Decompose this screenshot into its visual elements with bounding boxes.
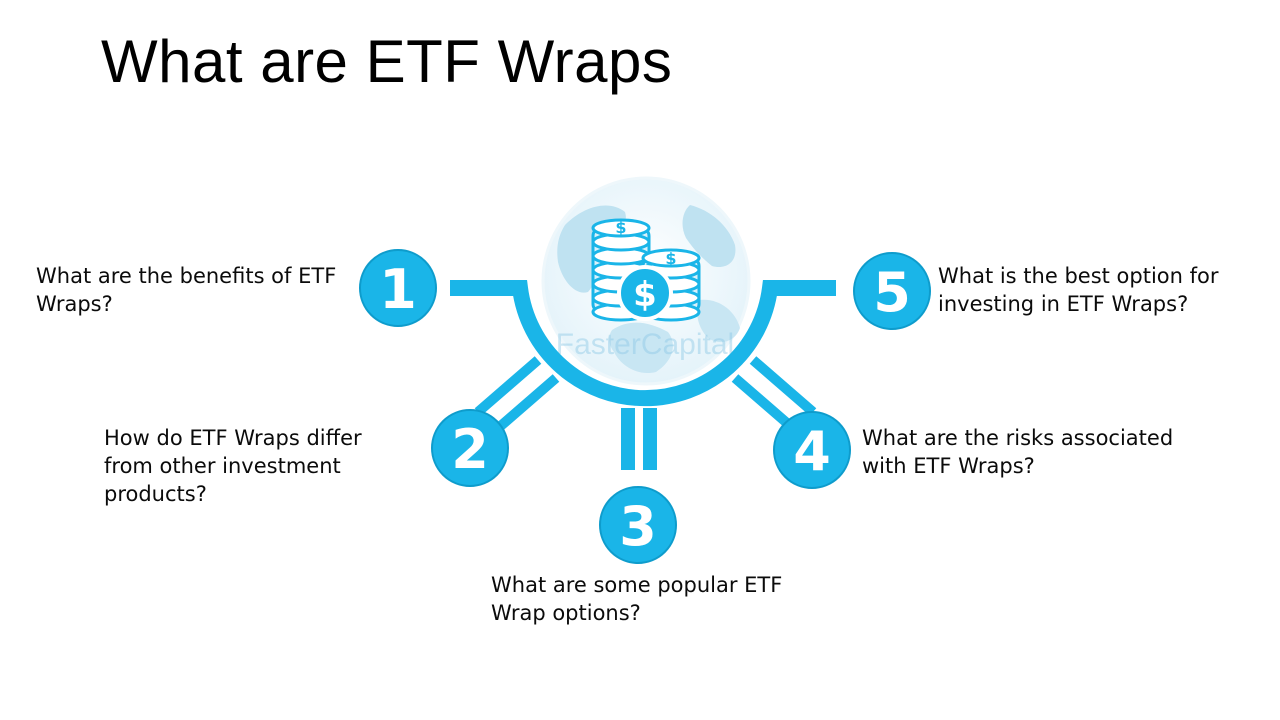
step-number-5: 5: [873, 261, 911, 324]
step-badge-4: 4: [773, 411, 851, 489]
slide-title: What are ETF Wraps: [101, 28, 673, 95]
svg-text:$: $: [633, 275, 657, 315]
item-1-text: What are the benefits of ETF Wraps?: [36, 264, 337, 316]
dollar-coins-icon: $ $ $: [591, 218, 701, 322]
step-badge-3: 3: [599, 486, 677, 564]
step-badge-2: 2: [431, 409, 509, 487]
svg-text:$: $: [665, 249, 676, 268]
step-badge-1: 1: [359, 249, 437, 327]
watermark-text: FasterCapital: [556, 328, 734, 361]
svg-text:$: $: [615, 218, 626, 237]
item-4-text: What are the risks associated with ETF W…: [862, 426, 1174, 478]
connector-lines: [450, 280, 836, 470]
step-number-4: 4: [793, 420, 831, 483]
step-number-3: 3: [619, 495, 657, 558]
step-number-1: 1: [379, 258, 417, 321]
step-badge-5: 5: [853, 252, 931, 330]
item-3-text: What are some popular ETF Wrap options?: [491, 573, 783, 625]
step-number-2: 2: [451, 418, 489, 481]
item-2-text: How do ETF Wraps differ from other inves…: [104, 426, 362, 506]
item-5-text: What is the best option for investing in…: [938, 264, 1219, 316]
